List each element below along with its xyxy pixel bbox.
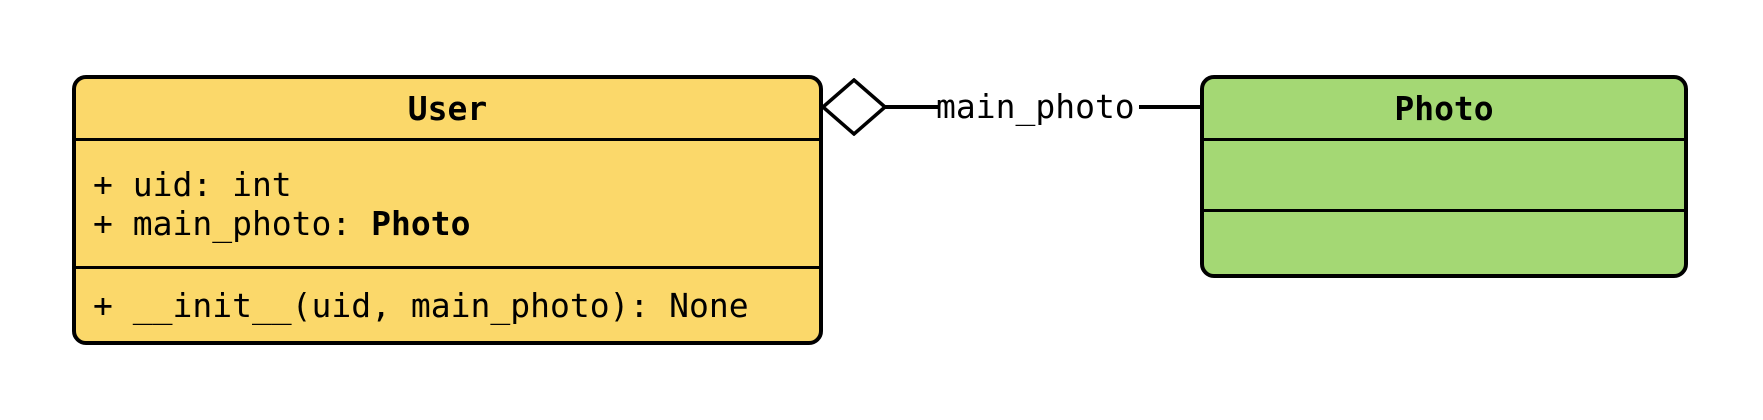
class-name: User xyxy=(407,89,488,128)
relationship-line xyxy=(1139,105,1202,109)
method-text: + __init__(uid, main_photo): None xyxy=(93,285,749,325)
class-name: Photo xyxy=(1394,89,1494,128)
attribute-line: + main_photo: Photo xyxy=(93,204,809,243)
relationship-label: main_photo xyxy=(936,87,1135,126)
user-class-box: User + uid: int + main_photo: Photo + __… xyxy=(72,75,823,345)
user-class-title: User xyxy=(76,79,819,138)
user-methods-compartment: + __init__(uid, main_photo): None xyxy=(76,266,819,341)
relationship-line xyxy=(884,105,938,109)
photo-class-title: Photo xyxy=(1204,79,1684,138)
attribute-line: + uid: int xyxy=(93,165,809,204)
photo-attributes-compartment xyxy=(1204,138,1684,209)
attribute-text: + main_photo: xyxy=(93,204,372,243)
attribute-type-ref: Photo xyxy=(371,204,471,243)
aggregation-diamond-icon xyxy=(821,78,887,136)
photo-methods-compartment xyxy=(1204,209,1684,274)
user-attributes-compartment: + uid: int + main_photo: Photo xyxy=(76,138,819,266)
attribute-text: + uid: int xyxy=(93,165,292,204)
photo-class-box: Photo xyxy=(1200,75,1688,278)
